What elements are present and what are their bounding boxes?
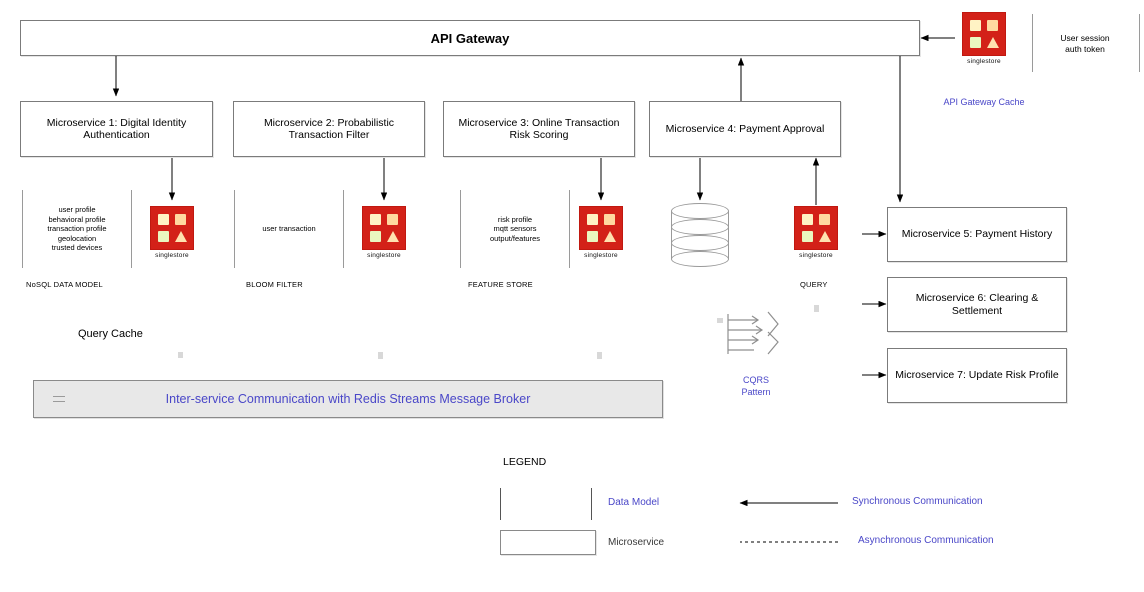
decorative-dot (717, 318, 723, 323)
database-cylinder-icon (671, 203, 729, 267)
legend-microservice-label: Microservice (608, 537, 665, 548)
api-gateway-box[interactable]: API Gateway (20, 20, 920, 56)
singlestore-name-2: singlestore (367, 252, 401, 259)
singlestore-store-3: singlestore (579, 206, 623, 259)
user-session-bracket (1032, 14, 1140, 72)
microservice-7-label: Microservice 7: Update Risk Profile (895, 369, 1059, 382)
singlestore-logo-icon (362, 206, 406, 250)
microservice-7-box[interactable]: Microservice 7: Update Risk Profile (887, 348, 1067, 403)
api-gateway-cache-caption: API Gateway Cache (943, 97, 1025, 107)
api-gateway-label: API Gateway (430, 30, 510, 46)
singlestore-store-4: singlestore (794, 206, 838, 259)
legend-data-model-label: Data Model (608, 497, 660, 508)
microservice-4-label: Microservice 4: Payment Approval (665, 122, 825, 135)
message-broker-label: Inter-service Communication with Redis S… (165, 392, 531, 406)
singlestore-name-1: singlestore (155, 252, 189, 259)
microservice-3-box[interactable]: Microservice 3: Online Transaction Risk … (443, 101, 635, 157)
decorative-dot (597, 352, 602, 359)
data-model-3-caption: FEATURE STORE (468, 280, 533, 289)
singlestore-store-2: singlestore (362, 206, 406, 259)
decorative-dot (378, 352, 383, 359)
broker-handle-icon (53, 396, 65, 402)
cqrs-pattern-caption: CQRS Pattern (741, 375, 771, 397)
data-model-1-fields: user profile behavioral profile transact… (47, 205, 107, 253)
singlestore-name-4: singlestore (799, 252, 833, 259)
microservice-4-box[interactable]: Microservice 4: Payment Approval (649, 101, 841, 157)
query-caption: QUERY (800, 280, 828, 289)
legend-title: LEGEND (503, 456, 547, 468)
singlestore-logo-icon (579, 206, 623, 250)
legend-microservice-shape (500, 530, 596, 555)
singlestore-logo-icon (150, 206, 194, 250)
decorative-dot (178, 352, 183, 358)
singlestore-name-gateway: singlestore (967, 58, 1001, 65)
microservice-2-box[interactable]: Microservice 2: Probabilistic Transactio… (233, 101, 425, 157)
microservice-1-label: Microservice 1: Digital Identity Authent… (46, 116, 187, 142)
query-cache-note: Query Cache (78, 328, 143, 340)
microservice-1-box[interactable]: Microservice 1: Digital Identity Authent… (20, 101, 213, 157)
legend-data-model-shape (500, 488, 592, 520)
data-model-3-bracket: risk profile mqtt sensors output/feature… (460, 190, 570, 268)
microservice-2-label: Microservice 2: Probabilistic Transactio… (263, 116, 395, 142)
cqrs-pattern-icon (727, 311, 779, 355)
microservice-3-label: Microservice 3: Online Transaction Risk … (458, 116, 620, 142)
data-model-2-caption: BLOOM FILTER (246, 280, 303, 289)
legend-sync-label: Synchronous Communication (852, 496, 983, 507)
data-model-2-bracket: user transaction (234, 190, 344, 268)
user-session-note: User session auth token (1060, 33, 1110, 54)
singlestore-name-3: singlestore (584, 252, 618, 259)
singlestore-logo-icon (962, 12, 1006, 56)
singlestore-logo-icon (794, 206, 838, 250)
microservice-6-box[interactable]: Microservice 6: Clearing & Settlement (887, 277, 1067, 332)
singlestore-store-1: singlestore (150, 206, 194, 259)
legend-async-label: Asynchronous Communication (858, 535, 994, 546)
singlestore-gateway-cache: singlestore (962, 12, 1006, 65)
decorative-dot (814, 305, 819, 312)
microservice-5-box[interactable]: Microservice 5: Payment History (887, 207, 1067, 262)
message-broker-bar[interactable]: Inter-service Communication with Redis S… (33, 380, 663, 418)
data-model-1-caption: NoSQL DATA MODEL (26, 280, 103, 289)
microservice-6-label: Microservice 6: Clearing & Settlement (915, 292, 1039, 317)
data-model-3-fields: risk profile mqtt sensors output/feature… (489, 214, 541, 243)
data-model-2-fields: user transaction (262, 224, 316, 234)
data-model-1-bracket: user profile behavioral profile transact… (22, 190, 132, 268)
microservice-5-label: Microservice 5: Payment History (901, 228, 1053, 241)
